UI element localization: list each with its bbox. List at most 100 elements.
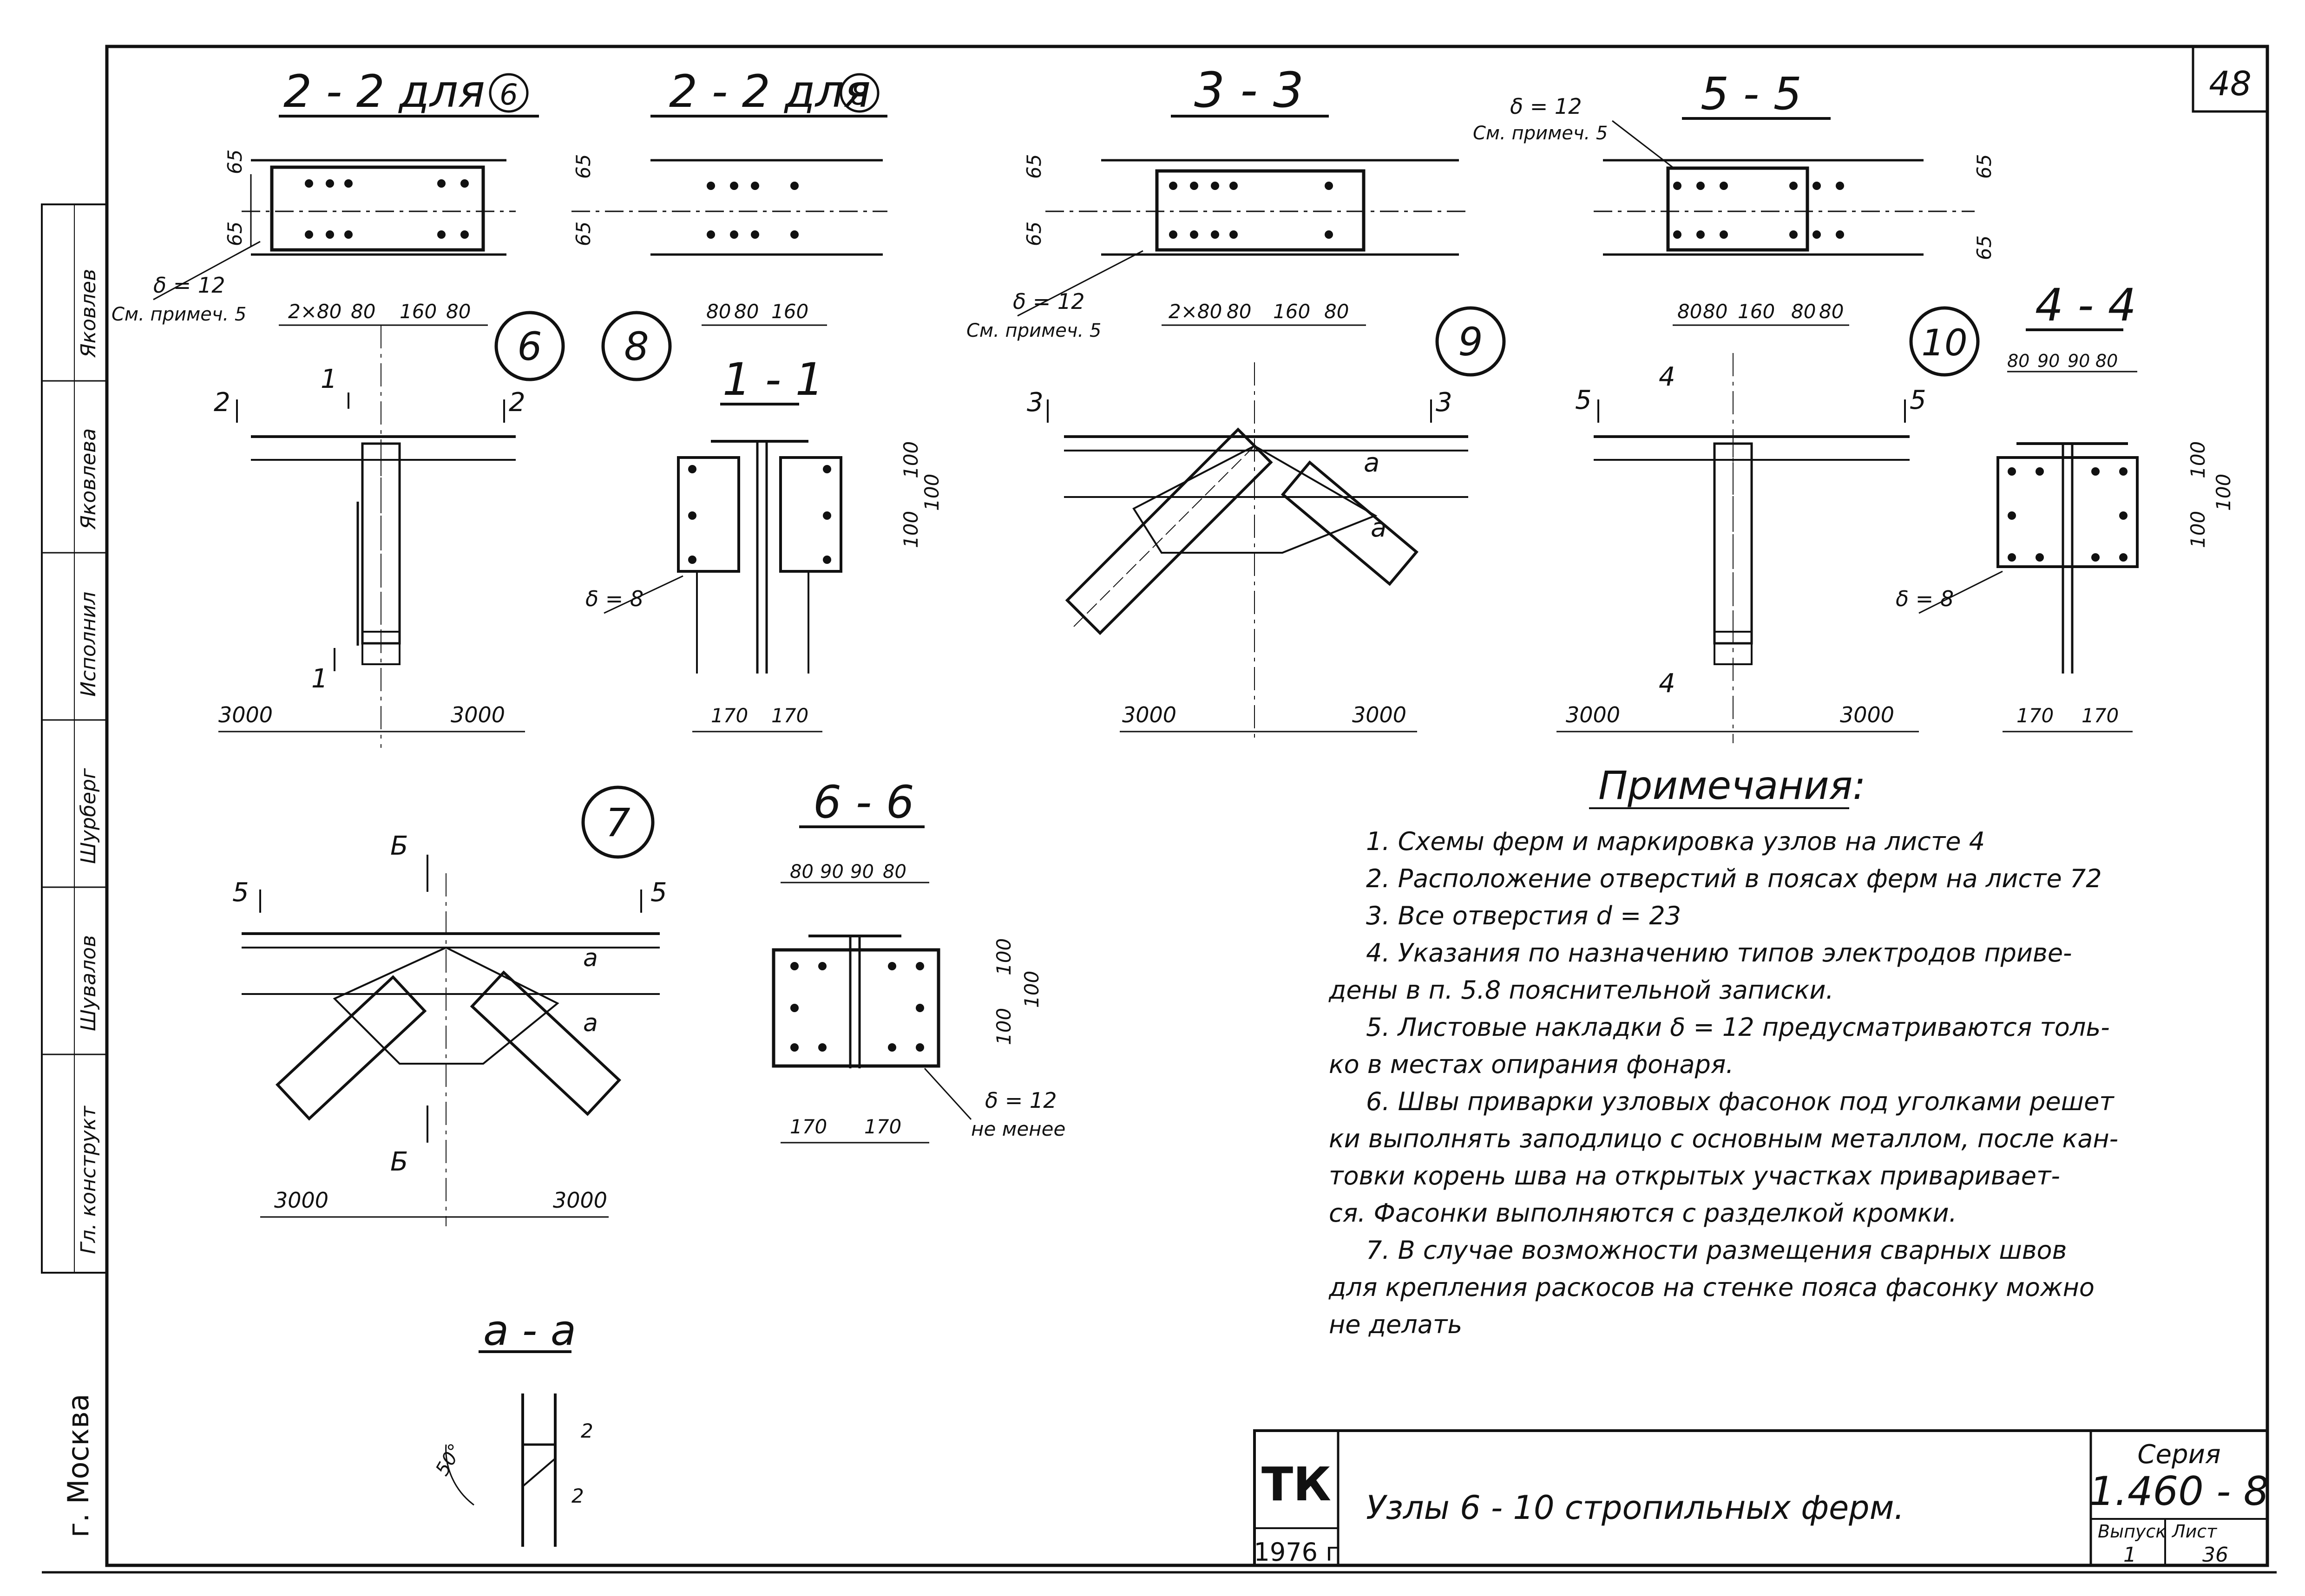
- svg-text:100: 100: [992, 1008, 1015, 1045]
- svg-text:160: 160: [400, 300, 437, 323]
- svg-text:170: 170: [790, 1115, 827, 1138]
- svg-text:100: 100: [992, 938, 1015, 975]
- svg-text:80: 80: [1227, 300, 1251, 323]
- svg-text:а - а: а - а: [483, 1306, 576, 1355]
- svg-text:См. примеч. 5: См. примеч. 5: [112, 304, 246, 325]
- svg-text:2: 2: [214, 387, 230, 418]
- svg-text:Б: Б: [390, 831, 408, 861]
- title-block: ТК 1976 г Узлы 6 - 10 стропильных ферм. …: [1253, 1429, 2269, 1567]
- title-org: ТК: [1261, 1457, 1331, 1511]
- stamp-org: г. Москва: [61, 1394, 95, 1538]
- svg-text:3000: 3000: [218, 702, 273, 727]
- svg-text:3 - 3: 3 - 3: [1194, 62, 1304, 118]
- svg-text:100: 100: [2187, 441, 2209, 478]
- stamp-row-6: Гл. конструкт: [77, 1105, 100, 1254]
- svg-text:9: 9: [1458, 319, 1483, 365]
- node-9-elevation: 3 3 а а 3000 3000: [1027, 362, 1468, 743]
- svg-text:80: 80: [446, 300, 471, 323]
- svg-text:5: 5: [1575, 385, 1592, 415]
- svg-text:8: 8: [624, 324, 649, 369]
- svg-text:65: 65: [223, 222, 246, 246]
- issue-label: Выпуск: [2098, 1521, 2166, 1542]
- svg-text:65: 65: [1023, 222, 1045, 246]
- note-line: 4. Указания по назначению типов электрод…: [1366, 938, 2072, 968]
- svg-text:а: а: [1364, 448, 1379, 478]
- section-a-a: а - а 50° 2 2: [432, 1306, 593, 1547]
- svg-text:170: 170: [2082, 704, 2119, 727]
- svg-text:См. примеч. 5: См. примеч. 5: [966, 320, 1101, 341]
- svg-text:100: 100: [920, 474, 943, 511]
- svg-text:1: 1: [321, 364, 337, 394]
- svg-text:3000: 3000: [1566, 702, 1620, 727]
- note-line: товки корень шва на открытых участках пр…: [1329, 1161, 2060, 1190]
- node-7-elevation: 5 5 Б Б а а 3000 3000: [232, 831, 667, 1226]
- svg-text:7: 7: [605, 800, 630, 845]
- series-label: Серия: [2137, 1439, 2220, 1470]
- svg-text:80: 80: [790, 861, 814, 883]
- node-10-elevation: 5 5 4 4 3000 3000: [1556, 353, 1926, 743]
- stamp-row-1: Яковлев: [77, 269, 100, 358]
- section-title: 2 - 2 для: [669, 65, 871, 118]
- svg-text:4: 4: [1659, 362, 1675, 392]
- svg-text:3000: 3000: [1122, 702, 1176, 727]
- svg-text:80: 80: [1703, 300, 1727, 323]
- svg-text:а: а: [1371, 513, 1386, 543]
- svg-text:160: 160: [771, 300, 808, 323]
- section-title: 2 - 2 для: [283, 65, 485, 118]
- notes-title: Примечания:: [1598, 763, 1866, 808]
- svg-text:6: 6: [499, 78, 518, 111]
- svg-text:90: 90: [2068, 351, 2090, 371]
- title-year: 1976 г: [1254, 1537, 1339, 1567]
- svg-text:2: 2: [509, 387, 525, 418]
- svg-text:170: 170: [771, 704, 808, 727]
- svg-text:δ = 12: δ = 12: [1013, 289, 1084, 314]
- sheet-frame: [105, 45, 2269, 1567]
- svg-text:не менее: не менее: [971, 1118, 1065, 1140]
- note-line: ся. Фасонки выполняются с разделкой кром…: [1329, 1198, 1957, 1228]
- note-line: не делать: [1329, 1310, 1462, 1339]
- svg-text:65: 65: [572, 222, 595, 246]
- svg-text:1: 1: [311, 664, 328, 694]
- svg-text:4 - 4: 4 - 4: [2035, 279, 2136, 331]
- note-line: 7. В случае возможности размещения сварн…: [1366, 1236, 2067, 1265]
- svg-text:3: 3: [1027, 387, 1044, 418]
- svg-text:а: а: [583, 1009, 598, 1037]
- node-6-8-elevation: 2 2 1 1 3000 3000: [214, 325, 525, 748]
- note-line: дены в п. 5.8 пояснительной записки.: [1328, 975, 1834, 1005]
- svg-text:80: 80: [1791, 300, 1816, 323]
- svg-text:170: 170: [711, 704, 748, 727]
- note-line: 6. Швы приварки узловых фасонок под угол…: [1366, 1087, 2115, 1116]
- sheet-label: Лист: [2171, 1521, 2218, 1542]
- svg-text:5: 5: [650, 877, 667, 908]
- section-3-3: 3 - 3 65 65 2×80 80 160 80 δ = 12 См. пр…: [966, 62, 1468, 341]
- note-line: 1. Схемы ферм и маркировка узлов на лист…: [1366, 827, 1985, 856]
- svg-text:80: 80: [1677, 300, 1702, 323]
- svg-text:100: 100: [900, 511, 922, 548]
- note-line: 2. Расположение отверстий в поясах ферм …: [1366, 864, 2102, 893]
- svg-text:3: 3: [1436, 387, 1452, 418]
- svg-text:3000: 3000: [274, 1188, 328, 1213]
- section-4-4: 4 - 4 80 90 90 80 100 100 100 δ = 8 170 …: [1896, 279, 2235, 733]
- svg-text:80: 80: [1324, 300, 1349, 323]
- note-line: 3. Все отверстия d = 23: [1366, 901, 1681, 930]
- sheet-number: 48: [2209, 64, 2252, 103]
- svg-text:6 - 6: 6 - 6: [813, 776, 914, 828]
- svg-text:100: 100: [900, 441, 922, 478]
- svg-text:2: 2: [581, 1419, 593, 1442]
- svg-text:160: 160: [1273, 300, 1310, 323]
- svg-text:80: 80: [351, 300, 375, 323]
- svg-text:δ = 8: δ = 8: [1896, 586, 1954, 611]
- svg-text:2: 2: [571, 1485, 584, 1507]
- sheet-no: 36: [2202, 1543, 2228, 1567]
- section-2-2-for-6: 2 - 2 для 6 65 65 2×80 80 160 80 δ = 12 …: [112, 65, 539, 326]
- svg-text:δ = 12: δ = 12: [985, 1088, 1057, 1113]
- node-markers: 6 8 9 10 7: [494, 306, 1980, 859]
- section-1-1: 1 - 1 100 100 100 δ = 8 170 170: [585, 353, 943, 733]
- svg-text:90: 90: [850, 861, 874, 883]
- svg-text:50°: 50°: [432, 1440, 466, 1479]
- stamp-row-2: Яковлева: [77, 428, 100, 530]
- svg-text:65: 65: [1973, 154, 1996, 179]
- svg-text:10: 10: [1921, 322, 1967, 364]
- drawing-title: Узлы 6 - 10 стропильных ферм.: [1366, 1489, 1904, 1527]
